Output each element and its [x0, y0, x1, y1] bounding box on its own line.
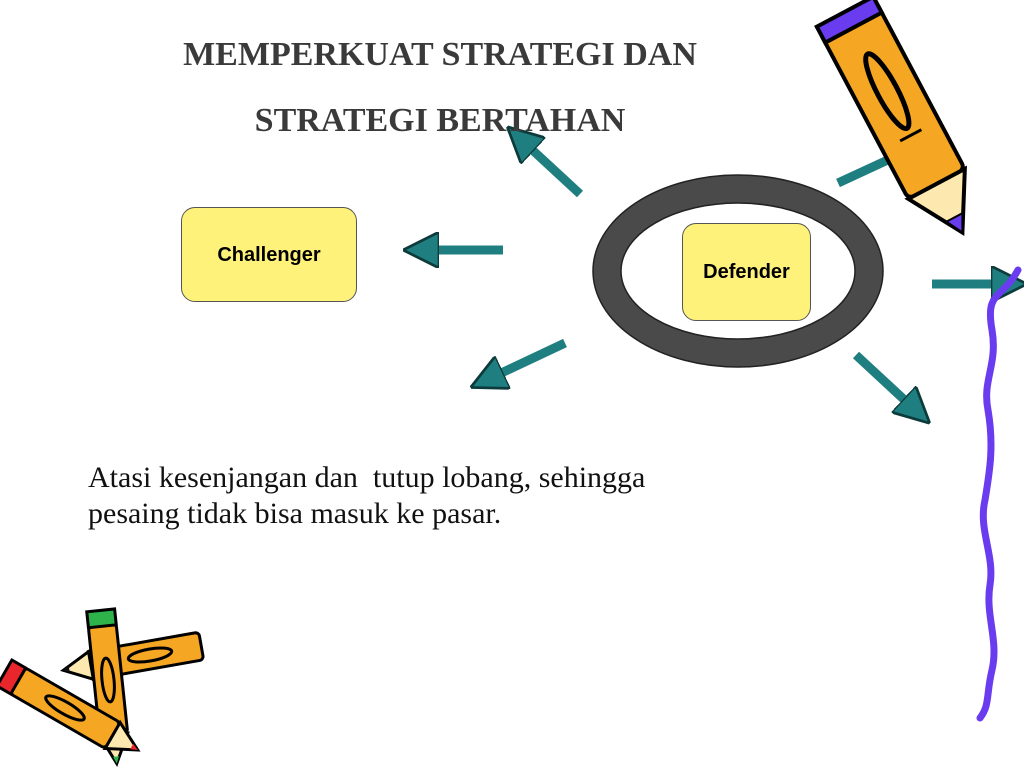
- challenger-label: Challenger: [217, 244, 321, 266]
- body-text: Atasi kesenjangan dan tutup lobang, sehi…: [88, 460, 848, 532]
- defender-box: Defender: [682, 223, 811, 321]
- body-line-2: pesaing tidak bisa masuk ke pasar.: [88, 497, 502, 530]
- defender-ring: [593, 175, 883, 367]
- pencil-small-1: [60, 631, 205, 682]
- slide-title-line-1: MEMPERKUAT STRATEGI DAN: [183, 36, 697, 73]
- arrows: [430, 145, 1000, 405]
- pencil-large: [814, 0, 967, 236]
- slide-title-line-2: STRATEGI BERTAHAN: [254, 102, 626, 139]
- pencil-small-3: [0, 657, 141, 752]
- arrow-up-left: [527, 145, 584, 198]
- defender-label: Defender: [703, 260, 790, 283]
- challenger-box: Challenger: [181, 207, 357, 302]
- body-line-1: Atasi kesenjangan dan tutup lobang, sehi…: [88, 461, 646, 494]
- arrow-down-right: [852, 351, 910, 405]
- squiggle-decoration: [976, 266, 1022, 722]
- arrow-down-left: [495, 338, 567, 376]
